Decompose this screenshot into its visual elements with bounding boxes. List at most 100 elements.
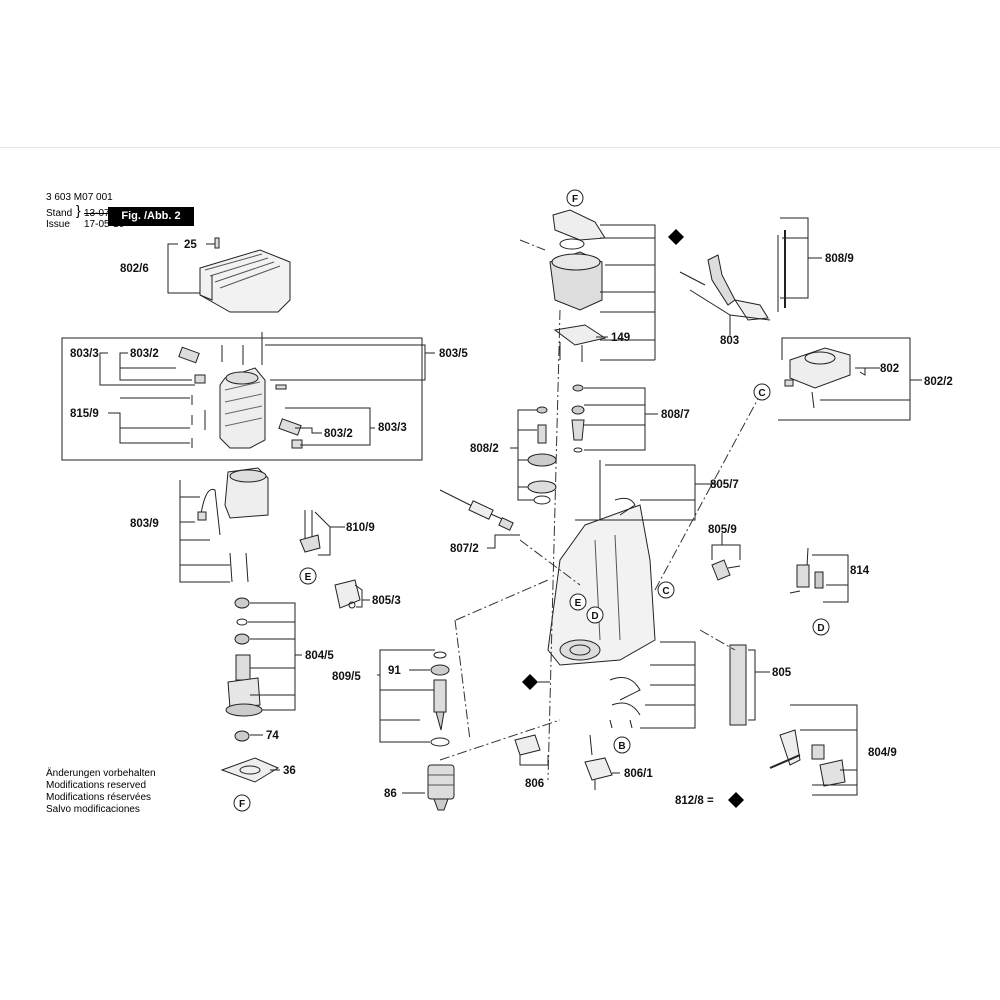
ref-c-mid: C xyxy=(662,586,669,597)
spindle-808-7 xyxy=(571,384,585,453)
modifications-notice: Änderungen vorbehalten Modifications res… xyxy=(46,768,156,816)
leader-803 xyxy=(689,289,771,335)
label-809-5: 809/5 xyxy=(332,671,361,683)
leader-803-3a xyxy=(99,352,195,386)
label-803-9: 803/9 xyxy=(130,518,159,530)
gear-cover-part xyxy=(549,209,606,311)
ref-circle-d-mid xyxy=(586,606,604,624)
top-separator xyxy=(0,147,1000,148)
guide-rail-805 xyxy=(729,644,747,726)
leader-805-7 xyxy=(575,464,718,521)
label-803-2-b: 803/2 xyxy=(324,428,353,440)
cable-807-2 xyxy=(439,489,514,531)
label-808-2: 808/2 xyxy=(470,443,499,455)
spindle-809-5 xyxy=(430,651,450,747)
switch-805-3 xyxy=(334,579,361,609)
fan-36 xyxy=(220,757,280,783)
label-804-5: 804/5 xyxy=(305,650,334,662)
field-coil-part xyxy=(197,467,269,583)
figure-label: Fig. /Abb. 2 xyxy=(108,207,194,226)
label-805-3: 805/3 xyxy=(372,595,401,607)
ref-c-right: C xyxy=(758,388,765,399)
leader-802 xyxy=(855,367,880,376)
ref-circle-b xyxy=(613,736,631,754)
leader-802-6 xyxy=(167,243,200,294)
notice-fr: Modifications réservées xyxy=(46,792,152,803)
label-803-3-b: 803/3 xyxy=(378,422,407,434)
ref-circle-f-bottom xyxy=(233,794,251,812)
ref-circle-c-right xyxy=(753,383,771,401)
notice-de: Änderungen vorbehalten xyxy=(46,768,156,779)
leader-806 xyxy=(519,755,549,766)
part-number: 3 603 M07 001 xyxy=(46,192,113,203)
ref-circle-e-mid xyxy=(569,593,587,611)
stand-date: 13-07 xyxy=(84,208,110,219)
label-810-9: 810/9 xyxy=(346,522,375,534)
gear-808-2 xyxy=(527,406,557,505)
switch-806 xyxy=(514,734,541,756)
label-808-9: 808/9 xyxy=(825,253,854,265)
axis-line-4 xyxy=(439,719,561,761)
leader-805-3 xyxy=(354,584,370,608)
label-36: 36 xyxy=(283,765,296,777)
ref-e-left: E xyxy=(305,572,312,583)
label-805-7: 805/7 xyxy=(710,479,739,491)
stand-label: Stand xyxy=(46,208,73,219)
leader-808-2 xyxy=(510,409,537,501)
ref-circle-d-right xyxy=(812,618,830,636)
base-802-2 xyxy=(784,347,851,409)
handle-808-9 xyxy=(679,230,786,321)
leader-807-2 xyxy=(487,534,520,549)
ref-circle-f-top xyxy=(566,189,584,207)
switch-806-1 xyxy=(584,734,613,790)
label-149: 149 xyxy=(611,332,630,344)
ref-f-top: F xyxy=(572,194,578,205)
leader-805-left xyxy=(640,641,696,729)
clamp-805-9 xyxy=(711,559,741,581)
ref-e-mid: E xyxy=(575,598,582,609)
notice-es: Salvo modificaciones xyxy=(46,804,140,815)
brush-holder-top xyxy=(178,346,206,384)
label-814: 814 xyxy=(850,565,870,577)
issue-label: Issue xyxy=(46,219,70,230)
diamond-marker-mid xyxy=(522,674,538,690)
leader-804-9 xyxy=(790,704,858,796)
chuck-86 xyxy=(427,764,455,811)
label-803: 803 xyxy=(720,335,739,347)
label-86: 86 xyxy=(384,788,397,800)
label-806-1: 806/1 xyxy=(624,768,653,780)
label-805-9: 805/9 xyxy=(708,524,737,536)
axis-line-6 xyxy=(654,394,761,591)
axis-line-7 xyxy=(454,619,471,741)
label-25: 25 xyxy=(184,239,197,251)
label-815-9: 815/9 xyxy=(70,408,99,420)
leader-815-9 xyxy=(108,397,190,444)
motor-group-box xyxy=(61,337,423,461)
axis-line-3 xyxy=(455,579,549,621)
label-806: 806 xyxy=(525,778,544,790)
leader-809-5 xyxy=(377,649,435,743)
leader-803-3b xyxy=(285,407,375,446)
ref-d-mid: D xyxy=(591,611,598,622)
label-803-3-a: 803/3 xyxy=(70,348,99,360)
main-housing-part xyxy=(547,460,656,666)
ref-circle-e-left xyxy=(299,567,317,585)
pins-815-9 xyxy=(191,395,206,448)
leader-808-7 xyxy=(584,387,658,451)
label-803-5: 803/5 xyxy=(439,348,468,360)
leader-803-9 xyxy=(179,480,230,583)
leader-808-9 xyxy=(780,217,822,299)
brush-holder-bottom xyxy=(275,384,303,449)
diamond-marker-legend xyxy=(728,792,744,808)
label-802-6: 802/6 xyxy=(120,263,149,275)
ref-circle-c-mid xyxy=(657,581,675,599)
leader-814 xyxy=(812,554,849,603)
label-91: 91 xyxy=(388,665,401,677)
label-812-8: 812/8 = xyxy=(675,795,714,807)
axis-line-8 xyxy=(519,539,581,586)
label-805: 805 xyxy=(772,667,792,679)
notice-en: Modifications reserved xyxy=(46,780,147,791)
motor-housing-part xyxy=(219,332,266,449)
label-802: 802 xyxy=(880,363,899,375)
